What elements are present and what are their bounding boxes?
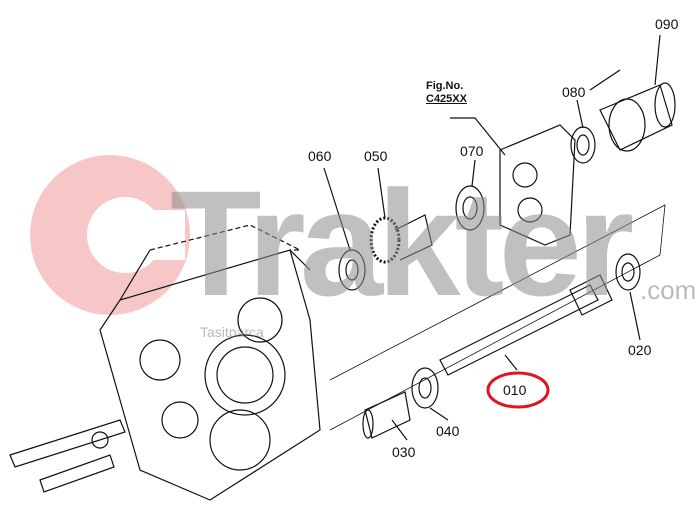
watermark-suffix: .com <box>640 275 697 305</box>
part-label-020[interactable]: 020 <box>628 342 652 358</box>
part-label-040[interactable]: 040 <box>436 423 460 439</box>
watermark-logo-icon <box>30 155 190 315</box>
figure-code: C425XX <box>426 93 467 105</box>
part-label-060[interactable]: 060 <box>308 148 332 164</box>
part-label-010[interactable]: 010 <box>503 382 527 398</box>
watermark-small: Tasitparca <box>200 324 264 340</box>
part-label-030[interactable]: 030 <box>392 444 416 460</box>
part-label-090[interactable]: 090 <box>655 16 679 32</box>
highlight-circle <box>486 371 550 409</box>
part-label-050[interactable]: 050 <box>364 148 388 164</box>
figure-label: Fig.No. <box>426 80 464 92</box>
part-label-070[interactable]: 070 <box>460 143 484 159</box>
figure-number: Fig.No. C425XX <box>426 80 467 106</box>
watermark-brand: Trakter <box>170 159 634 327</box>
part-label-080[interactable]: 080 <box>562 84 586 100</box>
